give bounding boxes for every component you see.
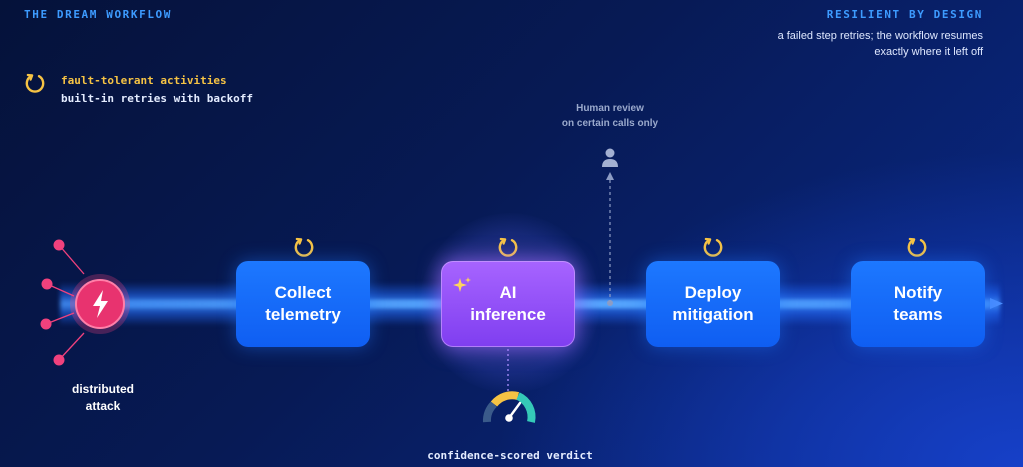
step-label-line1: AI	[499, 283, 517, 302]
person-icon	[602, 148, 618, 167]
human-review-label: Human review on certain calls only	[540, 101, 680, 131]
workflow-title: THE DREAM WORKFLOW	[24, 8, 173, 21]
step-deploy-mitigation: Deploy mitigation	[646, 261, 780, 347]
human-review-connector	[606, 172, 614, 306]
human-review-line2: on certain calls only	[561, 118, 659, 129]
step-collect-telemetry: Collect telemetry	[236, 261, 370, 347]
attack-source-dot	[41, 278, 53, 290]
step-notify-teams: Notify teams	[851, 261, 985, 347]
attack-source-dot	[53, 354, 65, 366]
step-label-line2: telemetry	[265, 305, 341, 324]
retry-circle-icon	[907, 237, 927, 257]
attack-sources	[40, 239, 85, 366]
step-label-line2: inference	[470, 305, 546, 324]
step-label-line2: mitigation	[672, 305, 754, 324]
step-label: Deploy mitigation	[672, 282, 753, 326]
resilience-description: a failed step retries; the workflow resu…	[777, 30, 983, 58]
resilience-title: RESILIENT BY DESIGN	[826, 8, 983, 21]
attack-label: distributed attack	[48, 381, 158, 415]
step-label: Collect telemetry	[265, 282, 341, 326]
retry-circle-icon	[498, 237, 518, 257]
legend-title: fault-tolerant activities	[61, 74, 227, 87]
attack-source-dot	[40, 318, 52, 330]
step-label-line1: Deploy	[684, 283, 742, 302]
step-label-line1: Collect	[274, 283, 332, 302]
retry-circle-icon	[25, 73, 45, 93]
step-label: AI inference	[470, 282, 546, 326]
flow-end-arrow	[990, 298, 1003, 309]
confidence-gauge-icon	[482, 391, 536, 423]
attack-source-dot	[53, 239, 65, 251]
step-label-line1: Notify	[893, 283, 943, 302]
verdict-label: confidence-scored verdict	[427, 449, 593, 462]
retry-circle-icon	[703, 237, 723, 257]
attack-node	[70, 274, 130, 334]
step-ai-inference: AI inference	[441, 261, 575, 347]
step-label-line2: teams	[893, 305, 943, 324]
human-review-line1: Human review	[576, 103, 644, 114]
legend-subtitle: built-in retries with backoff	[61, 92, 254, 105]
step-label: Notify teams	[893, 282, 942, 326]
attack-label-line1: distributed	[72, 382, 134, 396]
lightning-bolt-icon	[93, 290, 108, 318]
retry-circle-icon	[294, 237, 314, 257]
attack-label-line2: attack	[85, 399, 121, 413]
sparkle-icon	[453, 277, 471, 292]
